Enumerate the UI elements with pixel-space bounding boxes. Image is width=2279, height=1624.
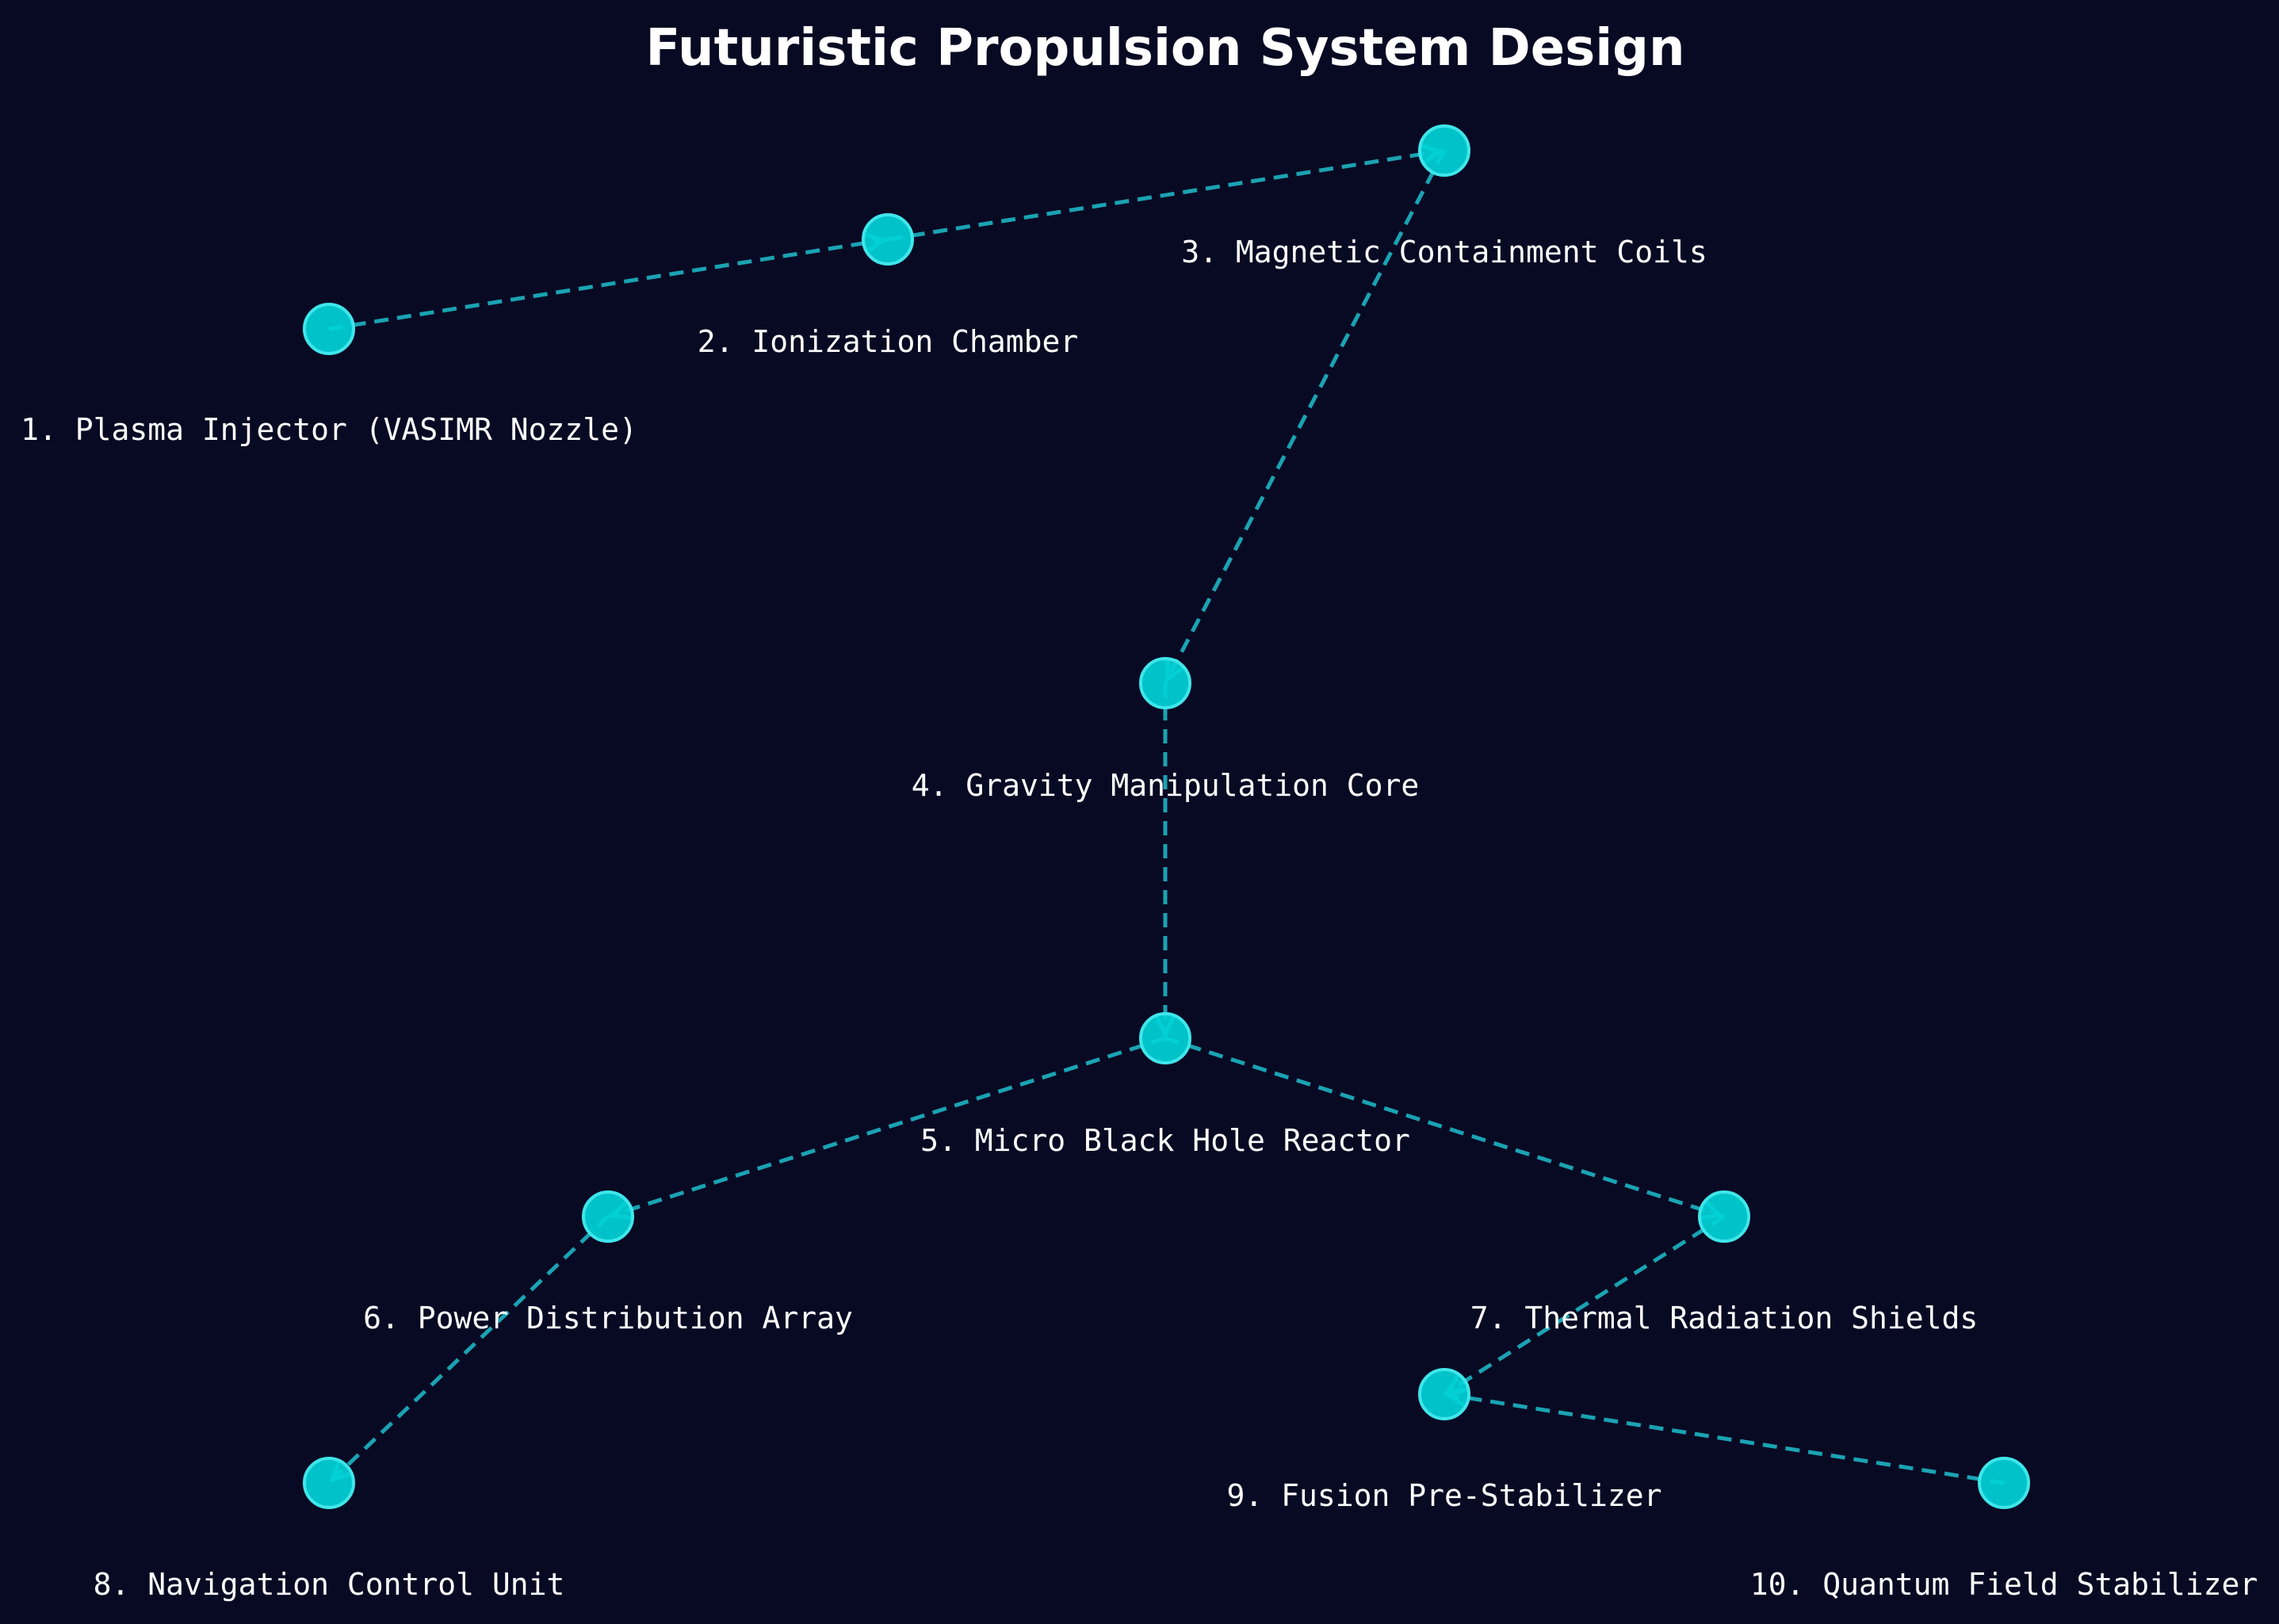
node-5 xyxy=(1139,1012,1191,1064)
edge-n1-n2 xyxy=(328,237,889,331)
edge-n6-n8 xyxy=(327,1215,610,1485)
node-3 xyxy=(1418,124,1470,177)
nodes-layer xyxy=(303,124,2030,1509)
node-label-1: 1. Plasma Injector (VASIMR Nozzle) xyxy=(21,412,637,447)
edge-n10-n9 xyxy=(1443,1392,2005,1485)
labels-layer: 1. Plasma Injector (VASIMR Nozzle) 2. Ion… xyxy=(21,235,2258,1602)
edge-n5-n6 xyxy=(607,1036,1166,1219)
edge-n2-n3 xyxy=(887,148,1445,242)
node-label-9: 9. Fusion Pre-Stabilizer xyxy=(1226,1478,1661,1513)
node-8 xyxy=(303,1457,355,1509)
node-4 xyxy=(1139,657,1191,709)
node-label-7: 7. Thermal Radiation Shields xyxy=(1470,1301,1979,1336)
node-7 xyxy=(1698,1190,1750,1243)
node-10 xyxy=(1978,1457,2030,1509)
node-label-3: 3. Magnetic Containment Coils xyxy=(1181,235,1707,269)
node-label-4: 4. Gravity Manipulation Core xyxy=(912,768,1420,803)
node-label-2: 2. Ionization Chamber xyxy=(698,324,1078,359)
node-1 xyxy=(303,303,355,355)
edge-n3-n4 xyxy=(1163,149,1447,685)
node-label-10: 10. Quantum Field Stabilizer xyxy=(1750,1567,2258,1602)
node-2 xyxy=(862,213,914,266)
node-9 xyxy=(1418,1368,1470,1420)
node-label-8: 8. Navigation Control Unit xyxy=(94,1567,565,1602)
diagram-title: Futuristic Propulsion System Design xyxy=(646,19,1685,78)
edge-n7-n9 xyxy=(1443,1214,1726,1397)
node-6 xyxy=(582,1190,634,1243)
edge-n5-n7 xyxy=(1164,1036,1725,1219)
node-label-5: 5. Micro Black Hole Reactor xyxy=(920,1123,1410,1158)
node-label-6: 6. Power Distribution Array xyxy=(363,1301,853,1336)
